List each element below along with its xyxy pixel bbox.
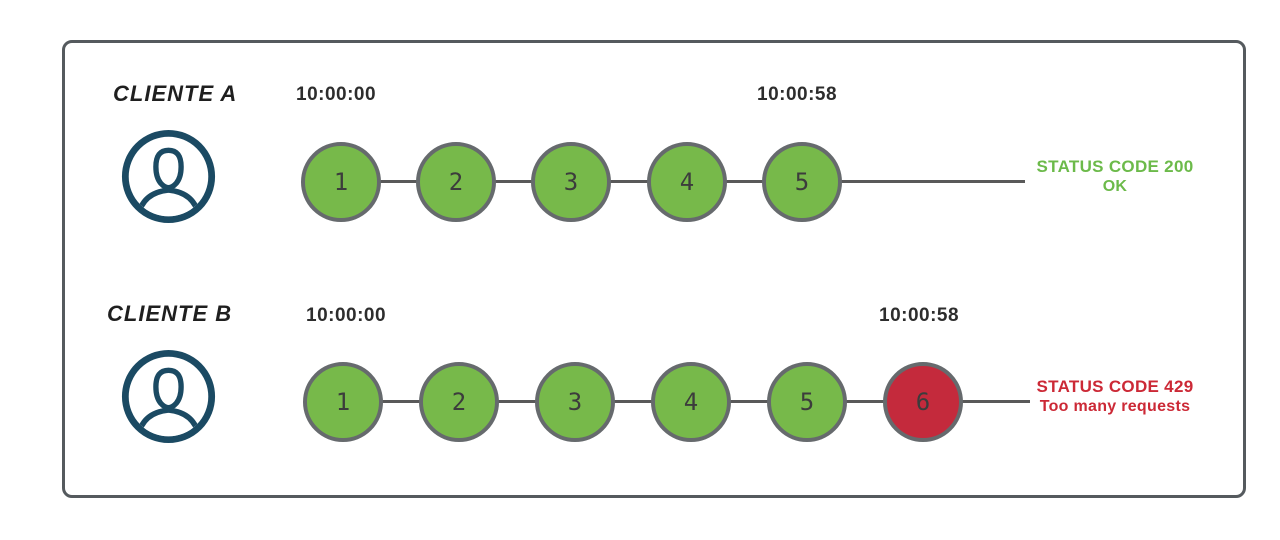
request-circle-b3: 3: [535, 362, 615, 442]
row-a-status-message: OK: [1102, 178, 1128, 195]
client-a-label: CLIENTE A: [113, 81, 238, 106]
user-avatar-icon: [120, 128, 217, 225]
request-circle-a5: 5: [762, 142, 842, 222]
request-circle-b1: 1: [303, 362, 383, 442]
user-avatar-icon: [120, 348, 217, 445]
row-a-start-time: 10:00:00: [296, 84, 377, 105]
diagram-frame: CLIENTE A 10:00:00 10:00:58 1 2 3 4 5 ST…: [62, 40, 1246, 498]
user-avatar-icon: [121, 349, 216, 444]
request-circle-a4: 4: [647, 142, 727, 222]
request-circle-a3: 3: [531, 142, 611, 222]
request-circle-a2: 2: [416, 142, 496, 222]
request-circle-b2: 2: [419, 362, 499, 442]
row-b-end-time: 10:00:58: [879, 305, 960, 326]
row-a-end-time: 10:00:58: [757, 84, 838, 105]
row-b-status: STATUS CODE 429 Too many requests: [1025, 377, 1205, 417]
request-circle-b4: 4: [651, 362, 731, 442]
request-circle-b5: 5: [767, 362, 847, 442]
row-a-status-code: STATUS CODE 200: [1036, 157, 1194, 176]
request-circle-b6-blocked: 6: [883, 362, 963, 442]
row-b-status-message: Too many requests: [1039, 398, 1191, 415]
row-a-status: STATUS CODE 200 OK: [1025, 157, 1205, 197]
row-b-start-time: 10:00:00: [306, 305, 387, 326]
user-avatar-icon: [121, 129, 216, 224]
client-b-label: CLIENTE B: [107, 301, 233, 326]
row-b-status-code: STATUS CODE 429: [1036, 377, 1194, 396]
request-circle-a1: 1: [301, 142, 381, 222]
